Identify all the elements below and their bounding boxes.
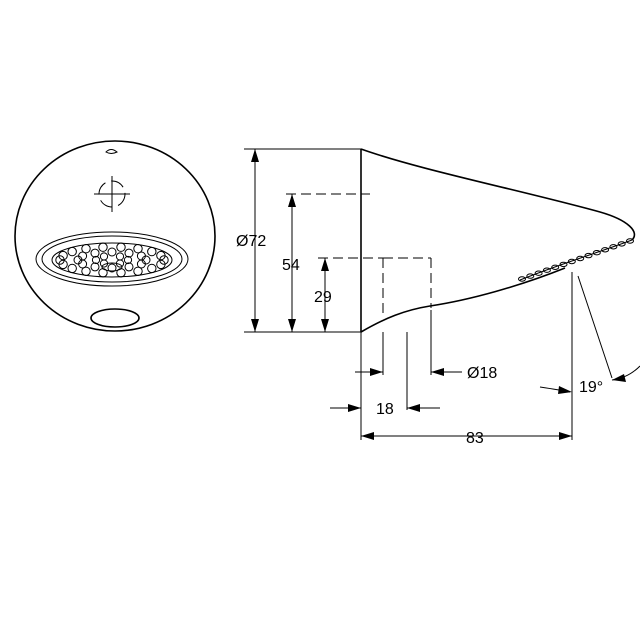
nozzle-hole <box>133 266 143 276</box>
dim-height-29: 29 <box>314 289 332 306</box>
side-nozzle <box>559 261 568 268</box>
side-nozzle <box>617 241 626 247</box>
nozzle-hole <box>99 252 109 261</box>
nozzle-hole <box>90 248 100 258</box>
nozzle-hole <box>78 251 88 261</box>
front-view-outline <box>14 140 216 332</box>
nozzle-hole <box>107 263 117 273</box>
side-nozzle <box>609 244 618 250</box>
side-nozzle <box>584 252 593 259</box>
nozzle-hole <box>133 244 143 254</box>
side-nozzle <box>542 267 551 273</box>
side-spray-nozzles <box>518 238 634 282</box>
nozzle-hole <box>147 246 157 257</box>
dim-length-83: 83 <box>466 430 484 447</box>
nozzle-hole <box>58 250 68 261</box>
nozzle-hole <box>124 248 134 258</box>
nozzle-hole <box>107 247 117 257</box>
nozzle-hole <box>98 242 108 252</box>
center-cross-icon <box>94 176 130 212</box>
nozzle-hole <box>116 242 126 252</box>
front-view <box>14 140 216 332</box>
side-nozzle <box>576 255 585 262</box>
side-nozzle <box>592 250 601 256</box>
nozzle-hole <box>90 262 100 272</box>
nozzle-hole <box>124 262 134 272</box>
dim-angle-19: 19° <box>579 379 603 396</box>
side-nozzle <box>526 273 535 279</box>
spray-nozzles <box>55 242 169 278</box>
nozzle-hole <box>81 266 91 276</box>
side-nozzle <box>534 270 543 276</box>
front-view-top-notch <box>105 149 118 154</box>
spray-face <box>35 231 189 287</box>
bottom-opening <box>90 308 140 328</box>
side-nozzle <box>567 258 576 265</box>
nozzle-hole <box>136 251 146 261</box>
side-nozzle <box>626 238 634 244</box>
nozzle-hole <box>81 244 91 254</box>
nozzle-hole <box>115 252 125 261</box>
nozzle-hole <box>67 263 77 274</box>
side-view-profile <box>360 148 636 241</box>
side-nozzle <box>551 264 560 270</box>
dim-height-54: 54 <box>282 257 300 274</box>
nozzle-hole <box>156 250 166 261</box>
dim-diameter-72: Ø72 <box>236 233 266 250</box>
side-view <box>286 148 636 333</box>
nozzle-hole <box>123 255 133 265</box>
dim-width-18: 18 <box>376 401 394 418</box>
side-nozzle <box>518 276 526 282</box>
nozzle-hole <box>67 246 77 257</box>
dim-diameter-18: Ø18 <box>467 365 497 382</box>
side-nozzle <box>601 247 610 253</box>
dimension-lines <box>244 148 640 440</box>
nozzle-hole <box>91 255 101 265</box>
nozzle-hole <box>147 263 157 274</box>
